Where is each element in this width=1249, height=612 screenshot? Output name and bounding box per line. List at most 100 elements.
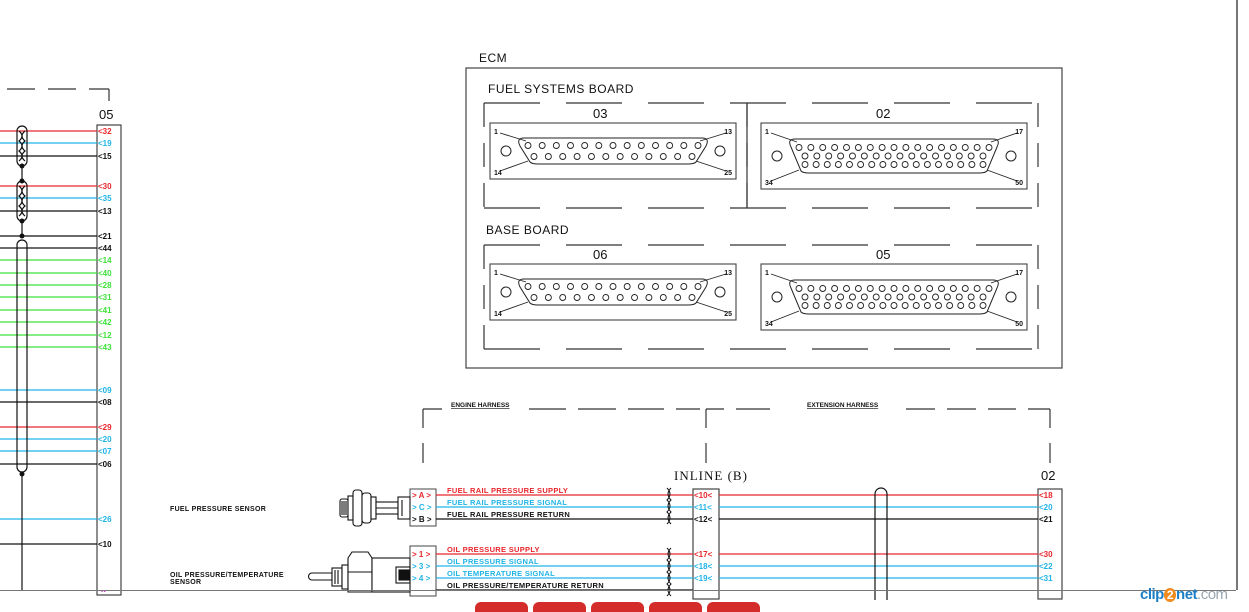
pin-socket <box>932 293 939 301</box>
oil-sensor-label-line2: SENSOR <box>170 579 201 586</box>
inline-pin-label: <18< <box>694 562 713 571</box>
pin-socket <box>674 153 682 160</box>
pin-number-label: 17 <box>1015 129 1023 136</box>
toolbar-button[interactable] <box>533 602 586 612</box>
ecm-connector-02-housing <box>1037 488 1063 600</box>
pin-socket <box>837 152 845 160</box>
pin-socket <box>846 161 853 168</box>
ecm-outline <box>465 67 1063 369</box>
shield-drain-loop <box>874 487 888 600</box>
board-brackets <box>483 102 1039 350</box>
oil-sensor-label-line1: OIL PRESSURE/TEMPERATURE <box>170 572 284 579</box>
connector-06-label: 06 <box>593 247 607 262</box>
splice-dot <box>19 218 25 224</box>
pin-socket <box>884 152 892 160</box>
mount-hole <box>771 291 783 303</box>
watermark-2: 2 <box>1163 588 1177 602</box>
pin-socket <box>920 152 928 160</box>
pin-socket <box>973 285 981 292</box>
left-connector-label: 05 <box>99 107 113 122</box>
twist-mark <box>666 487 671 525</box>
left-harness-bracket <box>7 88 110 101</box>
wire-function-label: FUEL RAIL PRESSURE SUPPLY <box>447 486 568 495</box>
left-pin-label: <42 <box>98 318 112 327</box>
toolbar-button[interactable] <box>649 602 702 612</box>
pin-number-label: 1 <box>765 270 769 277</box>
pin-socket <box>946 161 954 168</box>
left-pin-label: <15 <box>98 152 112 161</box>
wire-function-label: FUEL RAIL PRESSURE RETURN <box>447 510 570 519</box>
left-pin-label: <44 <box>98 244 112 253</box>
pin-number-label: 17 <box>1015 270 1023 277</box>
inline-pin-label: <10< <box>694 491 713 500</box>
pin-socket <box>623 142 631 149</box>
pin-number-label: 13 <box>724 129 732 136</box>
pin-socket <box>573 153 581 160</box>
pin-socket <box>872 293 880 301</box>
pin-socket <box>926 144 934 151</box>
left-pin-label: <20 <box>98 435 112 444</box>
ecm-block: ECM FUEL SYSTEMS BOARD BASE BOARD 03 02 … <box>465 51 1063 369</box>
pin-socket <box>943 293 951 301</box>
toolbar-button[interactable] <box>591 602 644 612</box>
wire-function-label: OIL PRESSURE SIGNAL <box>447 557 539 566</box>
sensor-pin-label: > C > <box>412 503 432 512</box>
pin-socket <box>602 153 610 160</box>
pin-socket <box>645 153 653 160</box>
sensor-pin-label: > B > <box>412 515 432 524</box>
fuel-systems-board-label: FUEL SYSTEMS BOARD <box>488 82 634 96</box>
pin-socket <box>834 161 842 168</box>
pin-socket <box>849 152 856 160</box>
wire-function-label: FUEL RAIL PRESSURE SIGNAL <box>447 498 567 507</box>
fuel-sensor-pin-box <box>409 488 437 527</box>
twist-mark <box>21 130 26 162</box>
pin-socket <box>946 302 954 309</box>
pin-socket <box>688 153 696 160</box>
pin-socket <box>879 161 887 168</box>
toolbar-button[interactable] <box>475 602 528 612</box>
left-pin-label: <14 <box>98 256 112 265</box>
pin-socket <box>890 161 898 168</box>
toolbar-button[interactable] <box>707 602 760 612</box>
pin-socket <box>967 152 975 160</box>
pin-socket <box>923 161 931 168</box>
bottom-toolbar <box>475 602 760 612</box>
wire-function-label: OIL PRESSURE SUPPLY <box>447 545 540 554</box>
pin-socket <box>801 302 809 309</box>
pin-socket <box>912 302 920 309</box>
pin-socket <box>914 285 922 292</box>
pin-socket <box>581 142 589 149</box>
left-pin-cut: ·· <box>101 587 106 596</box>
pin-socket <box>823 302 831 309</box>
pin-socket <box>837 293 845 301</box>
harness-brackets <box>422 408 1051 463</box>
pin-socket <box>884 293 892 301</box>
pin-socket <box>949 144 957 151</box>
pin-number-label: 1 <box>765 129 769 136</box>
pin-socket <box>938 285 945 292</box>
left-pin-label: <13 <box>98 207 112 216</box>
pin-socket <box>854 144 862 151</box>
splice-dots <box>19 163 25 477</box>
pin-socket <box>609 142 617 149</box>
pin-socket <box>879 302 887 309</box>
pin-socket <box>530 153 538 160</box>
left-pin-label: <41 <box>98 306 112 315</box>
pin-number-label: 50 <box>1015 180 1023 187</box>
dsub-shell <box>789 279 999 315</box>
left-pin-label: <08 <box>98 398 112 407</box>
pin-socket <box>659 294 667 301</box>
pin-socket <box>957 161 965 168</box>
engine-harness-label: ENGINE HARNESS <box>451 402 510 409</box>
pin-socket <box>961 285 969 292</box>
splice-dot <box>19 163 25 169</box>
fuel-pressure-sensor-label: FUEL PRESSURE SENSOR <box>170 506 266 513</box>
pin-socket <box>544 153 552 160</box>
left-pin-label: <21 <box>98 232 112 241</box>
ecm-pin-label: <30 <box>1039 550 1053 559</box>
ecm-pin-label: <18 <box>1039 491 1053 500</box>
pin-socket <box>973 144 981 151</box>
left-pin-label: <06 <box>98 460 112 469</box>
